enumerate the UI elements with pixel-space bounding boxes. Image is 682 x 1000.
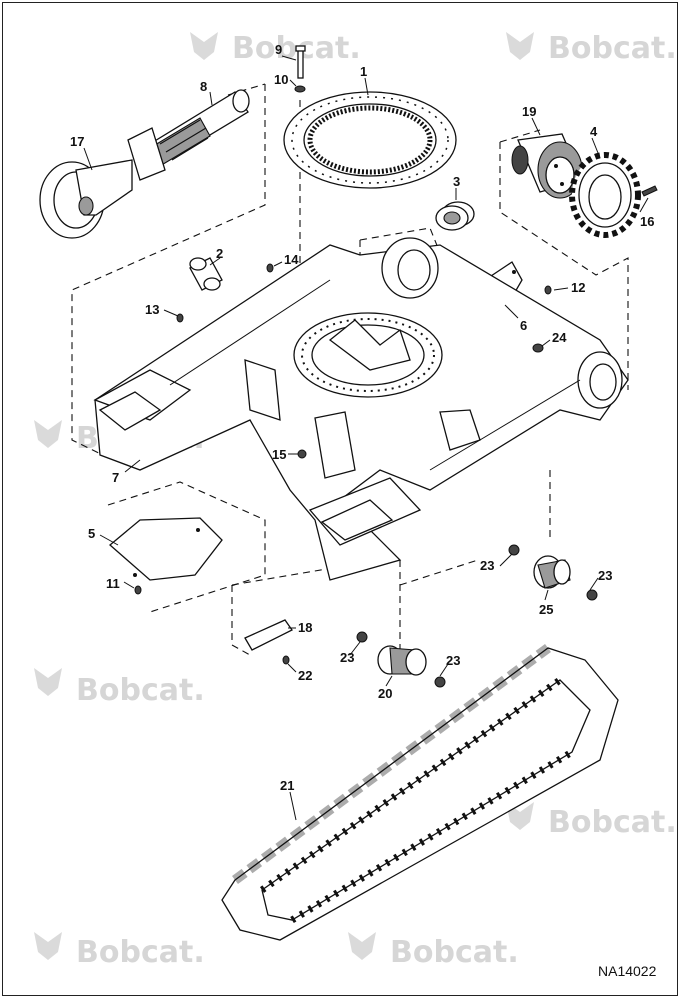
- watermark-text: Bobcat.: [76, 935, 205, 970]
- track-adjuster: [127, 89, 250, 181]
- travel-motor: [511, 133, 583, 199]
- callout-23-c: 23: [340, 650, 354, 665]
- bolt-and-washer: [294, 45, 306, 93]
- callout-12: 12: [571, 280, 585, 295]
- callout-21: 21: [280, 778, 294, 793]
- rubber-track: [221, 643, 619, 941]
- watermark-4: Bobcat.: [34, 932, 205, 970]
- bolt-13: [176, 313, 184, 323]
- callout-13: 13: [145, 302, 159, 317]
- callout-1: 1: [360, 64, 367, 79]
- slewing-ring: [283, 91, 457, 189]
- pivot-pin: [189, 257, 223, 291]
- rotary-seal: [435, 201, 475, 231]
- callout-9: 9: [275, 42, 282, 57]
- callout-23-a: 23: [480, 558, 494, 573]
- screw-11: [134, 585, 142, 595]
- bolt-14: [266, 263, 274, 273]
- bolt-12: [544, 285, 552, 295]
- callout-6: 6: [520, 318, 527, 333]
- callout-23-b: 23: [598, 568, 612, 583]
- callout-2: 2: [216, 246, 223, 261]
- callout-11: 11: [106, 576, 120, 591]
- watermark-6: Bobcat.: [506, 802, 677, 840]
- cover-plate-small: [244, 619, 293, 651]
- carrier-roller: [508, 544, 598, 601]
- callout-14: 14: [284, 252, 299, 267]
- callout-4: 4: [590, 124, 598, 139]
- leader-lines: [83, 55, 649, 821]
- watermark-2: Bobcat.: [506, 31, 677, 66]
- callout-15: 15: [272, 447, 286, 462]
- watermark-text: Bobcat.: [76, 673, 205, 708]
- cover-plate-left: [108, 517, 223, 581]
- callout-19: 19: [522, 104, 536, 119]
- callout-10: 10: [274, 72, 288, 87]
- screw-22: [282, 655, 290, 665]
- watermark-5: Bobcat.: [348, 932, 519, 970]
- callout-18: 18: [298, 620, 312, 635]
- fitting-24: [532, 343, 544, 353]
- callout-5: 5: [88, 526, 95, 541]
- undercarriage-frame: [93, 237, 629, 581]
- callout-23-d: 23: [446, 653, 460, 668]
- callout-3: 3: [453, 174, 460, 189]
- idler-wheel: [39, 159, 133, 239]
- watermark-text: Bobcat.: [390, 935, 519, 970]
- callout-8: 8: [200, 79, 207, 94]
- sprocket-bolt: [641, 185, 658, 197]
- callout-17: 17: [70, 134, 84, 149]
- track-roller: [356, 631, 446, 688]
- callout-7: 7: [112, 470, 119, 485]
- watermark-layer: Bobcat. Bobcat. Bobcat. Bobcat. Bobcat. …: [34, 31, 677, 970]
- watermark-text: Bobcat.: [548, 31, 677, 66]
- watermark-text: Bobcat.: [548, 805, 677, 840]
- drive-sprocket: [569, 152, 641, 238]
- callout-22: 22: [298, 668, 312, 683]
- watermark-3: Bobcat.: [34, 668, 205, 708]
- callout-16: 16: [640, 214, 654, 229]
- reference-code: NA14022: [598, 963, 657, 979]
- callout-25: 25: [539, 602, 553, 617]
- callout-20: 20: [378, 686, 392, 701]
- callout-24: 24: [552, 330, 567, 345]
- bolt-15: [297, 449, 307, 459]
- callout-labels: 1 2 3 4 5 6 7 8 9 10 11 12 13 14 15 16 1…: [70, 42, 654, 793]
